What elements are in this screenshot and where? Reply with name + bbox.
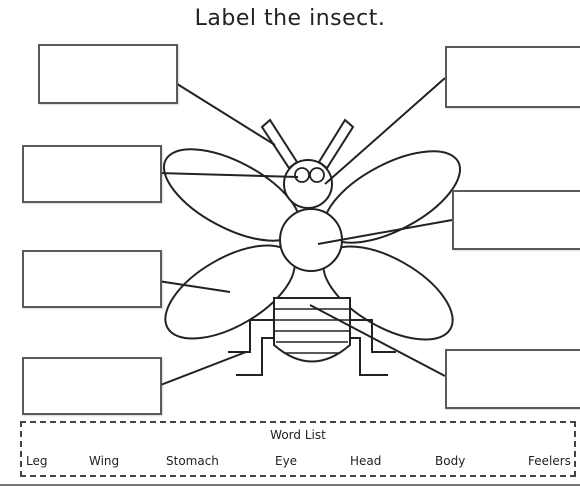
- word-eye: Eye: [275, 454, 297, 468]
- answer-box-feelers[interactable]: [38, 44, 178, 104]
- left-eye: [295, 168, 309, 182]
- head: [284, 160, 332, 208]
- answer-box-head[interactable]: [445, 46, 580, 108]
- answer-box-body[interactable]: [452, 190, 580, 250]
- answer-box-wing[interactable]: [22, 250, 162, 308]
- word-feelers: Feelers: [528, 454, 571, 468]
- word-list-words: Leg Wing Stomach Eye Head Body Feelers: [22, 454, 574, 472]
- word-body: Body: [435, 454, 465, 468]
- abdomen: [274, 298, 350, 362]
- word-list-heading: Word List: [22, 428, 574, 442]
- word-wing: Wing: [89, 454, 119, 468]
- answer-box-stomach[interactable]: [445, 349, 580, 409]
- pointer-leg: [158, 352, 246, 386]
- thorax: [280, 209, 342, 271]
- right-antenna: [319, 120, 353, 168]
- pointer-feelers: [174, 82, 275, 145]
- answer-box-eye[interactable]: [22, 145, 162, 203]
- word-head: Head: [350, 454, 381, 468]
- right-eye: [310, 168, 324, 182]
- left-antenna: [262, 120, 297, 168]
- answer-box-leg[interactable]: [22, 357, 162, 415]
- word-stomach: Stomach: [166, 454, 219, 468]
- word-leg: Leg: [26, 454, 47, 468]
- bottom-divider: [0, 484, 580, 486]
- word-list: Word List Leg Wing Stomach Eye Head Body…: [20, 421, 576, 477]
- leg-left-2: [236, 338, 276, 375]
